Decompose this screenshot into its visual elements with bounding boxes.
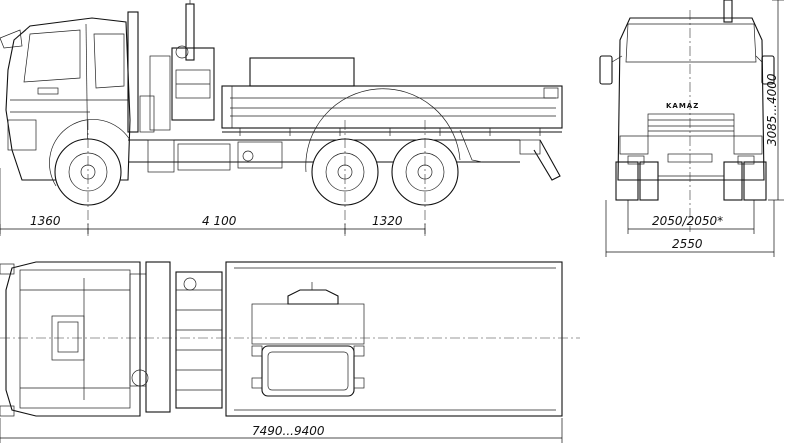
dim-wheelbase-front: 4 100 — [202, 214, 237, 228]
side-cargo-body — [221, 57, 563, 136]
side-view — [0, 0, 563, 236]
length-dimension-line — [0, 418, 563, 443]
top-view — [0, 261, 580, 417]
side-crane — [127, 0, 215, 133]
side-wheels — [49, 88, 461, 206]
dim-wheelbase-rear: 1320 — [372, 214, 403, 228]
brand-mark: KAMAZ — [666, 102, 699, 110]
dim-overall-width: 2550 — [672, 237, 703, 251]
dim-overall-height: 3085...4000 — [765, 73, 779, 146]
top-crane — [129, 261, 223, 413]
side-dimension-chain — [0, 224, 426, 234]
dim-front-overhang: 1360 — [30, 214, 61, 228]
top-cab — [0, 261, 141, 417]
front-view: KAMAZ — [599, 0, 775, 232]
front-dimension-lines — [605, 0, 784, 257]
dim-track-width: 2050/2050* — [652, 214, 723, 228]
top-cargo-body — [225, 261, 563, 417]
dim-overall-length: 7490...9400 — [252, 424, 325, 438]
